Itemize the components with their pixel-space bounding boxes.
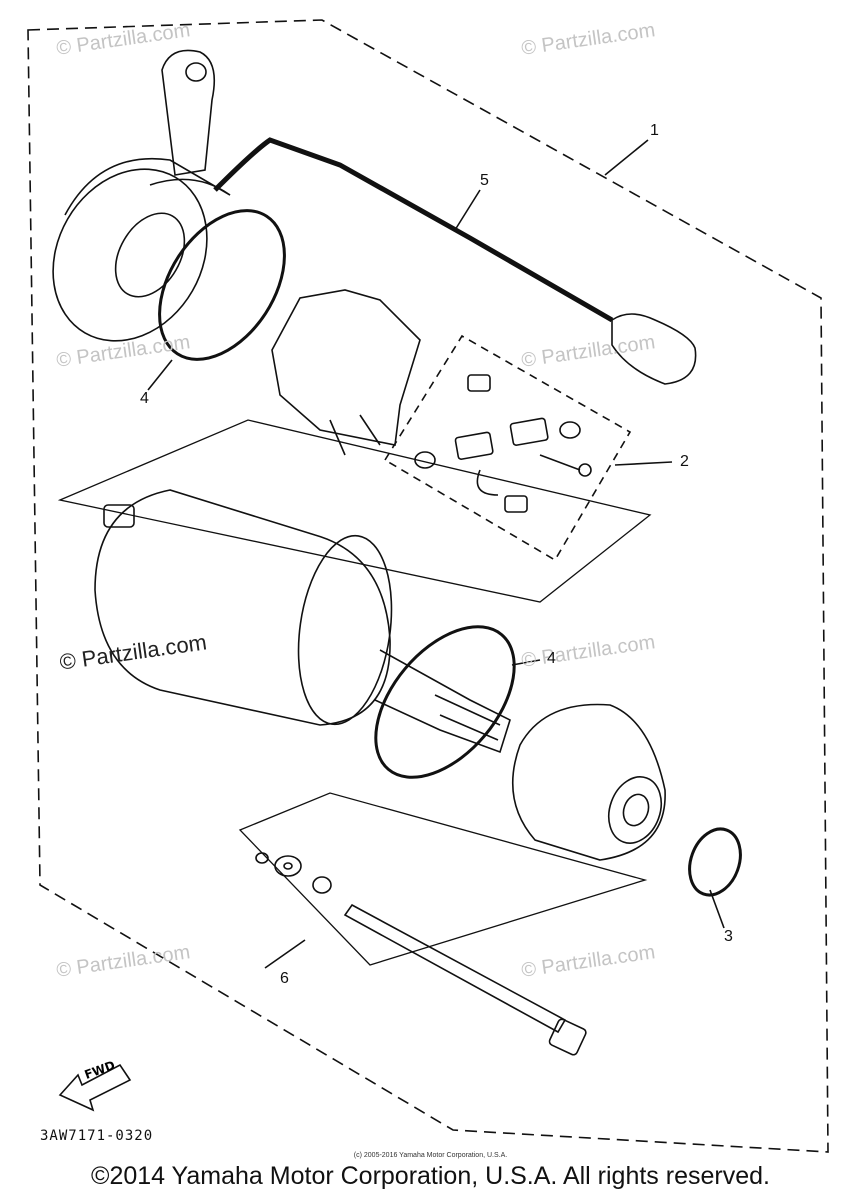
callout-1: 1 <box>650 122 659 139</box>
callout-6: 6 <box>280 970 289 987</box>
fwd-arrow <box>58 1063 132 1112</box>
callout-5: 5 <box>480 172 489 189</box>
o-ring-middle <box>374 625 516 779</box>
rear-cover-bracket <box>161 49 216 176</box>
armature-shaft <box>374 649 511 754</box>
footer-copyright: ©2014 Yamaha Motor Corporation, U.S.A. A… <box>91 1162 770 1190</box>
o-ring-top <box>158 209 286 361</box>
callout-3: 3 <box>724 928 733 945</box>
callout-4-top: 4 <box>140 390 149 407</box>
small-copyright: (c) 2005-2016 Yamaha Motor Corporation, … <box>353 1152 508 1159</box>
lead-wire <box>213 137 614 323</box>
brush-set-boundary <box>383 334 632 562</box>
starter-yoke <box>94 489 391 726</box>
callout-2: 2 <box>680 453 689 470</box>
callout-4-middle: 4 <box>547 650 556 667</box>
through-bolt <box>343 903 567 1034</box>
o-ring-small <box>688 827 742 897</box>
brush-holder <box>271 289 421 446</box>
front-cover <box>511 703 666 861</box>
diagram-code: 3AW7171-0320 <box>40 1128 154 1144</box>
outer-boundary <box>27 19 829 1153</box>
